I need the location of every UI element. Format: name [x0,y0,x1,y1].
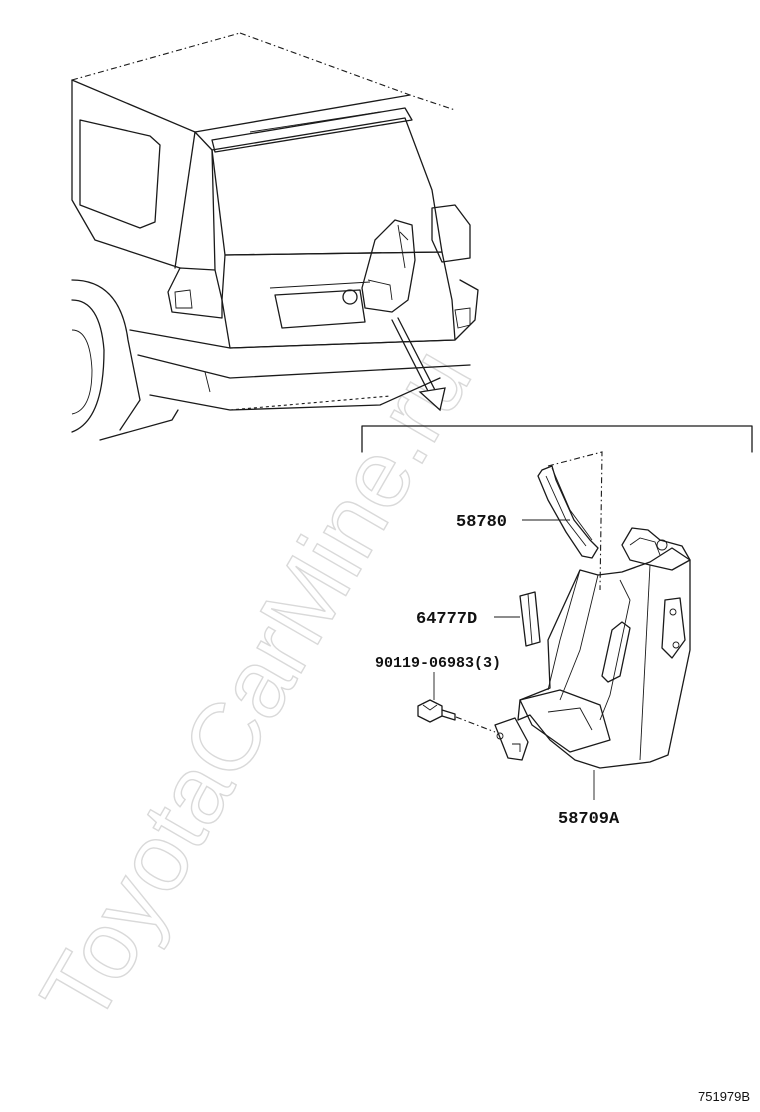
label-part-58780: 58780 [456,513,507,532]
assembly-bracket [361,425,753,453]
figure-id: 751979B [698,1089,750,1104]
label-part-90119-06983: 90119-06983(3) [375,655,501,672]
leader-lines [433,519,595,800]
part-64777D-pad [519,591,541,647]
watermark: ToyotaCarMine.ru [21,331,492,1041]
part-90119-bolt [417,699,496,733]
vehicle-rear-illustration [71,32,479,441]
part-58780-cover [537,451,603,591]
label-part-58709A: 58709A [558,810,620,829]
part-58709A-bracket [494,527,691,769]
label-part-64777D: 64777D [416,610,477,629]
